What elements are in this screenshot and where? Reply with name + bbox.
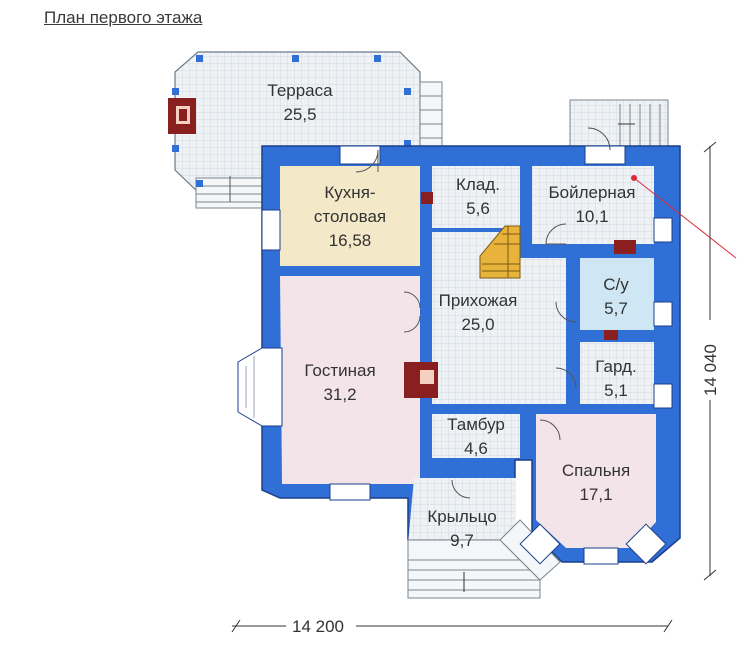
room-kitchen xyxy=(280,166,420,266)
chimney-boiler xyxy=(614,240,636,254)
hall-name: Прихожая xyxy=(439,291,518,310)
wardrobe-name: Гард. xyxy=(595,357,636,376)
door-swings xyxy=(355,127,611,499)
bedroom-name: Спальня xyxy=(562,461,630,480)
living-name: Гостиная xyxy=(304,361,375,380)
storage-name: Клад. xyxy=(456,175,500,194)
vestibule-area: 4,6 xyxy=(464,439,488,458)
kitchen-area: 16,58 xyxy=(329,231,372,250)
storage-area: 5,6 xyxy=(466,199,490,218)
width-label: 14 200 xyxy=(292,617,344,636)
porch-area: 9,7 xyxy=(450,531,474,550)
dimension-height xyxy=(703,141,717,581)
vestibule-name: Тамбур xyxy=(447,415,505,434)
porch-name: Крыльцо xyxy=(427,507,496,526)
room-bedroom xyxy=(536,414,656,548)
terrace-area: 25,5 xyxy=(283,105,316,124)
boiler-entry-landing xyxy=(569,99,669,151)
kitchen-name-2: столовая xyxy=(314,207,386,226)
kitchen-name-1: Кухня- xyxy=(324,183,375,202)
chimney-bath xyxy=(604,330,618,340)
boiler-area: 10,1 xyxy=(575,207,608,226)
page-title: План первого этажа xyxy=(44,8,203,27)
room-vestibule xyxy=(432,414,520,458)
terrace-fireplace xyxy=(168,98,196,134)
room-hall xyxy=(432,232,566,404)
living-fireplace xyxy=(404,362,438,398)
room-wardrobe xyxy=(580,342,654,404)
living-bay-window xyxy=(237,347,283,427)
boiler-name: Бойлерная xyxy=(549,183,636,202)
wardrobe-area: 5,1 xyxy=(604,381,628,400)
room-bath xyxy=(580,258,654,330)
annotation-pointer xyxy=(631,175,737,259)
hall-area: 25,0 xyxy=(461,315,494,334)
chimney-storage xyxy=(421,192,433,204)
windows xyxy=(261,145,673,565)
staircase xyxy=(479,225,521,279)
terrace-name: Терраса xyxy=(267,81,333,100)
terrace-stairs-bottom xyxy=(195,176,263,209)
living-area: 31,2 xyxy=(323,385,356,404)
bath-area: 5,7 xyxy=(604,299,628,318)
height-label: 14 040 xyxy=(701,344,720,396)
room-storage xyxy=(432,166,520,228)
dimension-width xyxy=(231,619,673,633)
bedroom-area: 17,1 xyxy=(579,485,612,504)
terrace-posts xyxy=(172,55,411,187)
bath-name: С/у xyxy=(603,275,629,294)
room-living xyxy=(280,276,420,484)
room-porch xyxy=(408,478,516,544)
